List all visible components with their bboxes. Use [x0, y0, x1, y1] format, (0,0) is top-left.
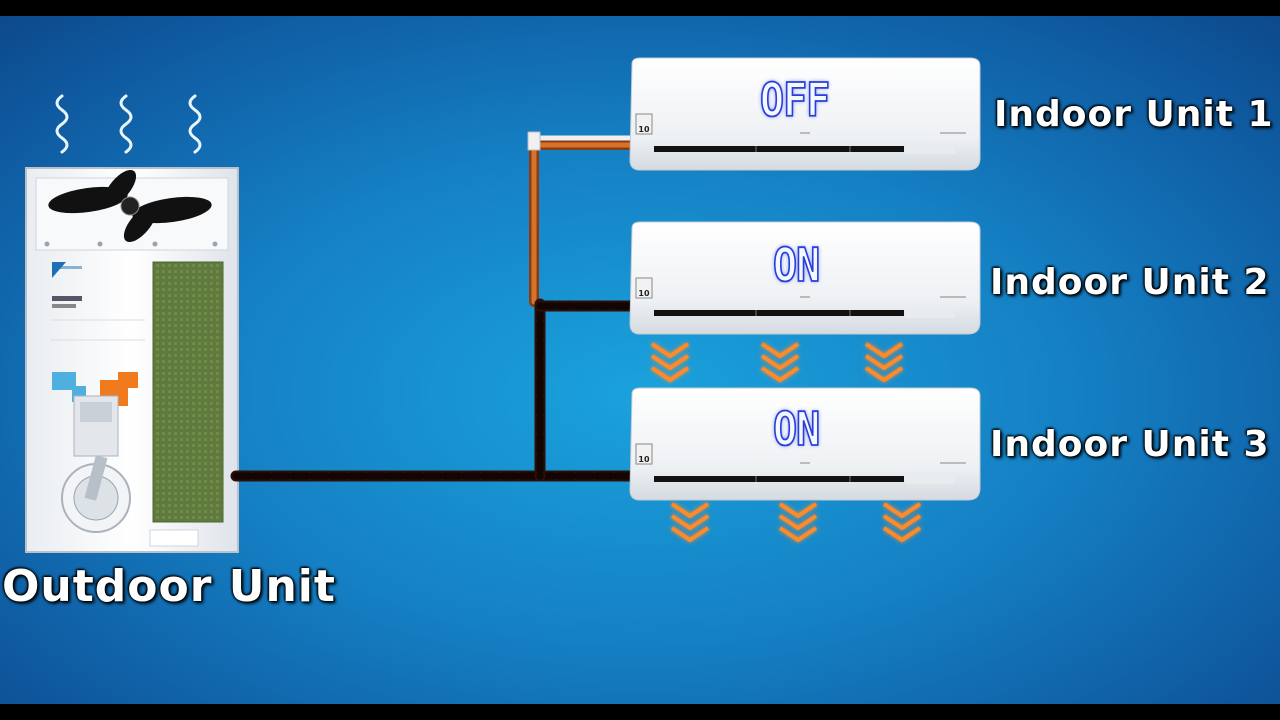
- indoor-unit-2: [629, 221, 981, 335]
- brand-logo: [52, 262, 82, 308]
- outdoor-unit: [25, 167, 239, 553]
- refrigerant-piping: [230, 131, 638, 482]
- heat-wave-icons: [55, 94, 202, 154]
- indoor-unit-1: [629, 57, 981, 171]
- unit-2-display: ON: [772, 239, 821, 294]
- unit-1-badge: 10: [638, 125, 650, 134]
- indoor-unit-1-label: Indoor Unit 1: [994, 94, 1274, 135]
- indoor-unit-3: [629, 387, 981, 501]
- unit-2-badge: 10: [638, 289, 650, 298]
- unit-1-display: OFF: [759, 74, 831, 129]
- indoor-unit-3-label: Indoor Unit 3: [990, 424, 1270, 465]
- diagram-canvas: 10 10 10 OFF ON ON Indoor Unit 1 Indoor …: [0, 16, 1280, 704]
- unit-3-display: ON: [772, 403, 821, 458]
- airflow-chevrons-unit-3: [670, 502, 922, 543]
- outdoor-unit-label: Outdoor Unit: [2, 561, 336, 612]
- fan-icon: [48, 169, 212, 243]
- airflow-chevrons-unit-2: [650, 342, 904, 383]
- diagram-graphics: 10 10 10: [25, 57, 981, 553]
- indoor-unit-2-label: Indoor Unit 2: [990, 262, 1270, 303]
- unit-3-badge: 10: [638, 455, 650, 464]
